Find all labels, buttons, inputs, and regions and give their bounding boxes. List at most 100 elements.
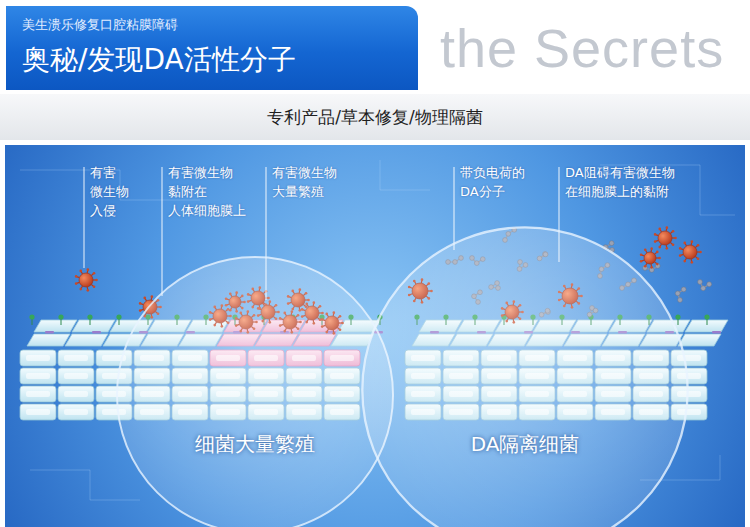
microbe-knob: [679, 247, 682, 250]
circle-label: DA隔离细菌: [471, 431, 580, 458]
microbe-knob: [683, 242, 686, 245]
subtitle-band: 专利产品/草本修复/物理隔菌: [0, 94, 750, 140]
microbe-knob: [683, 260, 686, 263]
scene-circle: DA隔离细菌: [360, 225, 690, 527]
microbe-knob: [75, 275, 78, 278]
cell: [20, 350, 56, 366]
receptor-stem: [90, 319, 91, 325]
microbe-knob: [143, 297, 146, 300]
microbe-knob: [640, 260, 643, 263]
cell-highlight: [64, 391, 88, 397]
cell: [58, 368, 94, 384]
cell-top: [65, 334, 108, 346]
watermark-slot: the Secrets: [440, 16, 724, 80]
title-tab: 美生溃乐修复口腔粘膜障碍奥秘/发现DA活性分子: [6, 6, 418, 90]
cell: [20, 386, 56, 402]
molecule-atom: [643, 266, 648, 271]
receptor-stem: [32, 319, 33, 325]
leader-line: [162, 167, 163, 296]
cell: [58, 404, 94, 420]
molecule-atom: [655, 264, 660, 269]
microbe-knob: [658, 257, 661, 260]
microbe-knob: [75, 282, 78, 285]
microbe-knob: [679, 254, 682, 257]
callout-text: 有害微生物 黏附在 人体细胞膜上: [168, 163, 246, 220]
microbe-knob: [666, 226, 669, 229]
circle-outline: [115, 255, 395, 527]
callout-slot: 有害 微生物 入侵: [90, 163, 129, 220]
cell-top: [678, 334, 721, 346]
cell: [58, 386, 94, 402]
microbe-knob: [674, 237, 677, 240]
receptor-stem: [119, 319, 120, 325]
cell: [20, 368, 56, 384]
cell-top: [34, 320, 77, 332]
microbe-knob: [691, 261, 694, 264]
circle-shape: [117, 257, 393, 527]
receptor-stem: [61, 319, 62, 325]
microbe-knob: [654, 233, 657, 236]
microbe-knob: [666, 247, 669, 250]
microbe-knob: [672, 230, 675, 233]
microbe-knob: [691, 240, 694, 243]
receptor: [116, 314, 121, 319]
microbe-knob: [139, 309, 142, 312]
microbe-body: [79, 273, 93, 287]
callout-slot: DA阻碍有害微生物 在细胞膜上的黏附: [565, 163, 675, 201]
callout-text: DA阻碍有害微生物 在细胞膜上的黏附: [565, 163, 675, 201]
microbe: [75, 268, 98, 291]
receptor-stem: [707, 319, 708, 325]
microbe-knob: [650, 247, 653, 250]
cell-highlight: [26, 391, 50, 397]
leader-line: [454, 167, 455, 250]
microbe-knob: [644, 248, 647, 251]
callout-text: 有害 微生物 入侵: [90, 163, 129, 220]
cell-top: [27, 334, 70, 346]
callout-text: 带负电荷的 DA分子: [460, 163, 525, 201]
cell: [58, 350, 94, 366]
receptor: [87, 314, 92, 319]
microbe-knob: [640, 253, 643, 256]
band-text: 专利产品/草本修复/物理隔菌: [267, 94, 482, 140]
callout-slot: 有害微生物 黏附在 人体细胞膜上: [168, 163, 246, 220]
cell-highlight: [64, 373, 88, 379]
molecule-atom: [609, 241, 614, 246]
receptor: [58, 314, 63, 319]
cell-highlight: [26, 373, 50, 379]
microbe: [654, 226, 677, 249]
microbe: [679, 240, 702, 263]
microbe-body: [683, 245, 697, 259]
microbe-knob: [79, 288, 82, 291]
cell: [20, 404, 56, 420]
receptor: [704, 314, 709, 319]
circle-outline: [360, 225, 690, 527]
microbe-knob: [656, 263, 659, 266]
microbe-knob: [139, 302, 142, 305]
microbe-knob: [697, 257, 700, 260]
cell-top: [72, 320, 115, 332]
molecule-atom: [681, 287, 686, 292]
molecule-atom: [678, 298, 683, 303]
receptor: [675, 314, 680, 319]
cell-highlight: [26, 409, 50, 415]
microbe-body: [644, 252, 656, 264]
cell-highlight: [64, 355, 88, 361]
molecule-atom: [675, 291, 680, 296]
tab-subtitle: 美生溃乐修复口腔粘膜障碍: [22, 16, 178, 34]
microbe-knob: [87, 268, 90, 271]
microbe-knob: [95, 279, 98, 282]
microbe-knob: [93, 272, 96, 275]
microbe-knob: [699, 251, 702, 254]
microbe-knob: [658, 228, 661, 231]
protein-mark: [45, 331, 54, 334]
microbe-knob: [650, 266, 653, 269]
microbe-body: [658, 231, 672, 245]
watermark-text: the Secrets: [440, 16, 724, 80]
microbe-knob: [87, 289, 90, 292]
leader-line: [84, 167, 85, 268]
microbe-knob: [151, 295, 154, 298]
circle-shape: [362, 227, 687, 527]
molecule-atom: [698, 280, 703, 285]
callout-slot: 带负电荷的 DA分子: [460, 163, 525, 201]
